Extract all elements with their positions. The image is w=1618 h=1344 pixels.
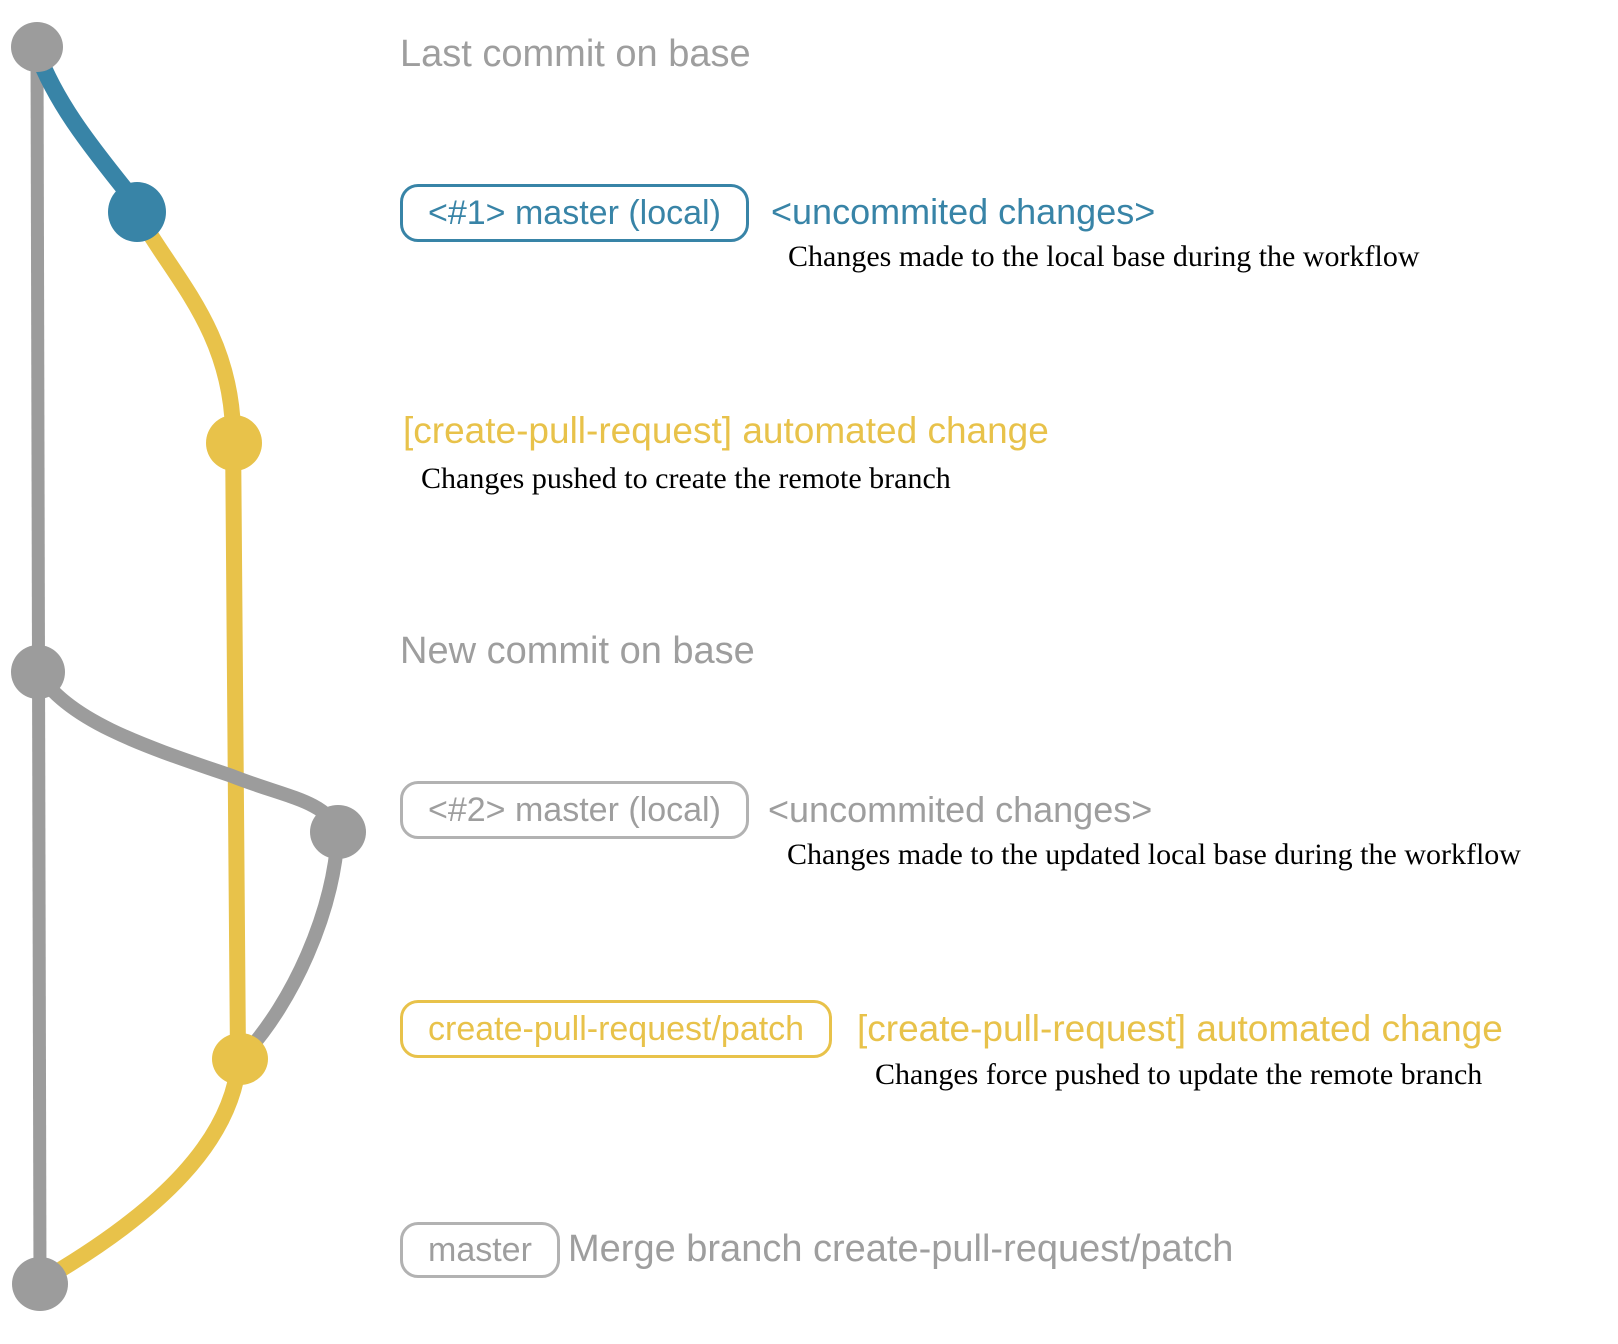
label-new-commit-on-base: New commit on base <box>400 630 755 672</box>
badge-create-pull-request-patch: create-pull-request/patch <box>400 1000 833 1058</box>
commit-dot-patch-2 <box>212 1033 268 1085</box>
commit-dot-base-last <box>11 22 63 72</box>
commit-dot-local-1 <box>108 182 166 242</box>
label-automated-change-1: [create-pull-request] automated change <box>403 410 1049 451</box>
badge-master: master <box>400 1222 560 1278</box>
local-branch-rebase-curve <box>239 827 345 1060</box>
label-uncommited-changes-2: <uncommited changes> <box>768 789 1153 830</box>
badge-master-local-2: <#2> master (local) <box>400 781 749 839</box>
local-branch-curve-2 <box>31 665 345 837</box>
badge-create-pull-request-patch-label: create-pull-request/patch <box>428 1009 805 1048</box>
badge-master-local-2-label: <#2> master (local) <box>428 790 721 829</box>
patch-branch-line <box>131 208 246 1066</box>
commit-dot-patch-1 <box>206 415 262 471</box>
caption-push-create-branch: Changes pushed to create the remote bran… <box>421 462 951 495</box>
label-automated-change-2: [create-pull-request] automated change <box>857 1008 1503 1049</box>
caption-local-changes-2: Changes made to the updated local base d… <box>787 838 1521 871</box>
commit-dot-base-merge <box>12 1257 68 1311</box>
commit-dot-local-2 <box>310 805 366 859</box>
caption-force-push-update-branch: Changes force pushed to update the remot… <box>875 1058 1483 1091</box>
label-uncommited-changes-1: <uncommited changes> <box>771 191 1156 232</box>
caption-local-changes-1: Changes made to the local base during th… <box>788 240 1420 273</box>
commit-dot-base-new <box>11 645 65 699</box>
label-merge-branch: Merge branch create-pull-request/patch <box>568 1228 1234 1270</box>
badge-master-label: master <box>428 1230 532 1269</box>
badge-master-local-1-label: <#1> master (local) <box>428 193 721 232</box>
label-last-commit-on-base: Last commit on base <box>400 33 751 75</box>
local-branch-curve-1 <box>28 43 141 207</box>
badge-master-local-1: <#1> master (local) <box>400 184 749 242</box>
patch-branch-merge-curve <box>42 1052 247 1284</box>
